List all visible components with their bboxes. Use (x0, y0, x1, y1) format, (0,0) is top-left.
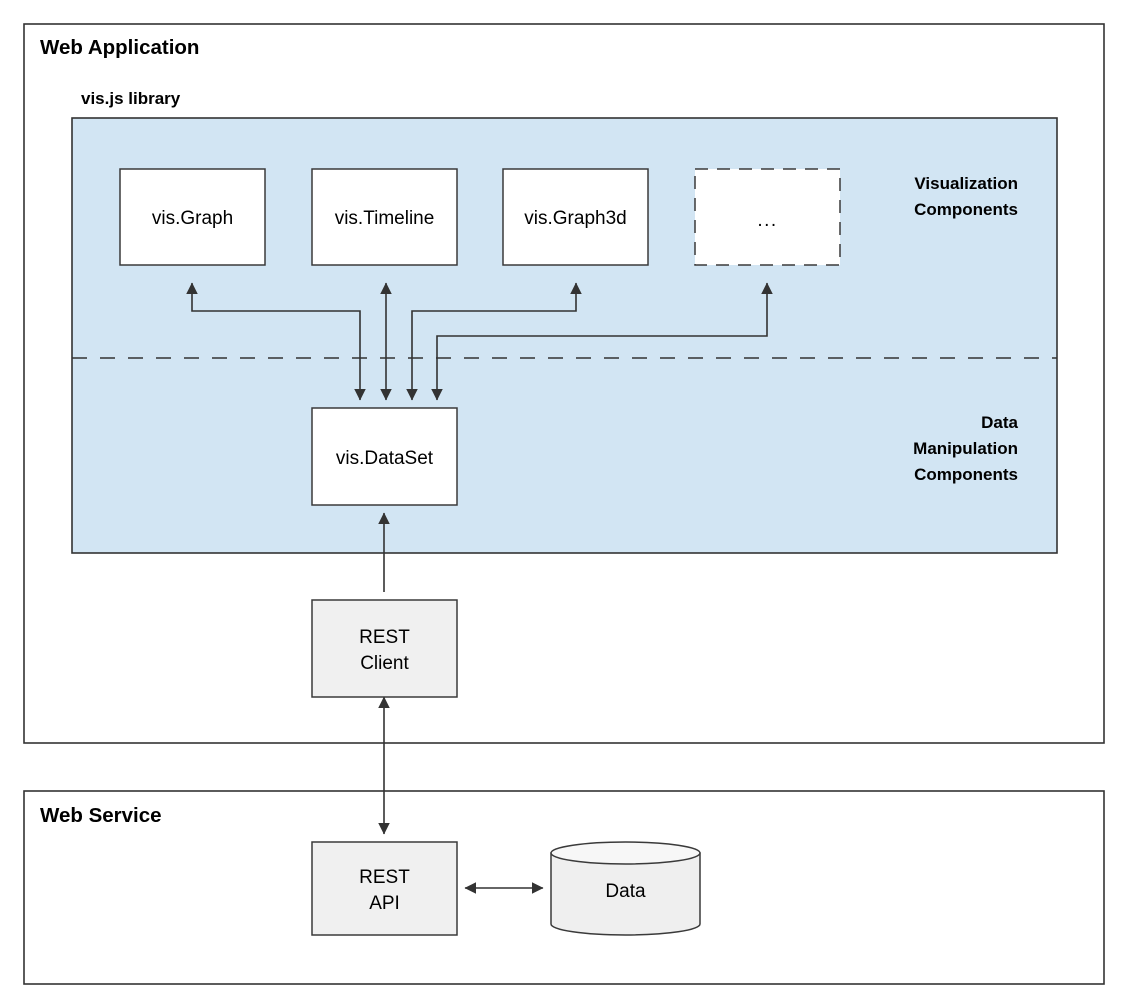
visualization-components-line-1: Visualization (914, 174, 1018, 193)
vis-timeline-box[interactable] (311, 168, 458, 266)
data-manipulation-components-line-2: Manipulation (913, 439, 1018, 458)
connector-layer (186, 282, 773, 894)
node-rest-client[interactable]: REST Client (311, 599, 458, 698)
rest-client-label-line-1: REST (359, 627, 410, 648)
zone-label-visualization-components: Visualization Components (914, 174, 1018, 219)
vis-js-library-panel: vis.js library Visualization Components … (71, 89, 1058, 554)
vis-graph-label: vis.Graph (152, 208, 233, 229)
data-manipulation-components-line-1: Data (981, 413, 1018, 432)
web-service-title: Web Service (40, 804, 162, 827)
node-vis-graph3d[interactable]: vis.Graph3d (502, 168, 649, 266)
vis-graph-box[interactable] (119, 168, 266, 266)
vis-js-library-title: vis.js library (81, 89, 181, 108)
rest-api-box[interactable] (311, 841, 458, 936)
node-vis-graph[interactable]: vis.Graph (119, 168, 266, 266)
data-store-label: Data (605, 881, 646, 902)
web-application-title: Web Application (40, 36, 199, 59)
rest-client-box[interactable] (311, 599, 458, 698)
vis-graph3d-label: vis.Graph3d (524, 208, 626, 229)
vis-timeline-label: vis.Timeline (335, 208, 435, 229)
node-more-components[interactable]: ... (694, 168, 841, 266)
rest-api-label-line-1: REST (359, 867, 410, 888)
vis-graph3d-box[interactable] (502, 168, 649, 266)
data-store-cylinder-top (550, 841, 701, 865)
zone-label-data-manipulation-components: Data Manipulation Components (913, 413, 1018, 484)
vis-dataset-box[interactable] (311, 407, 458, 506)
more-components-box[interactable] (694, 168, 841, 266)
more-components-ellipsis-label: ... (757, 210, 777, 231)
node-data-store[interactable]: Data (550, 841, 701, 936)
node-vis-dataset[interactable]: vis.DataSet (311, 407, 458, 506)
rest-api-label-line-2: API (369, 893, 400, 914)
connector-dataset-to-vis-graph (186, 282, 366, 401)
node-rest-api[interactable]: REST API (311, 841, 458, 936)
data-store-cylinder-body[interactable] (550, 852, 701, 936)
vis-dataset-label: vis.DataSet (336, 448, 434, 469)
connector-dataset-to-more-components (431, 282, 773, 401)
visualization-components-line-2: Components (914, 200, 1018, 219)
data-manipulation-components-line-3: Components (914, 465, 1018, 484)
rest-client-label-line-2: Client (360, 653, 409, 674)
node-vis-timeline[interactable]: vis.Timeline (311, 168, 458, 266)
frame-web-service: Web Service (23, 790, 1105, 985)
